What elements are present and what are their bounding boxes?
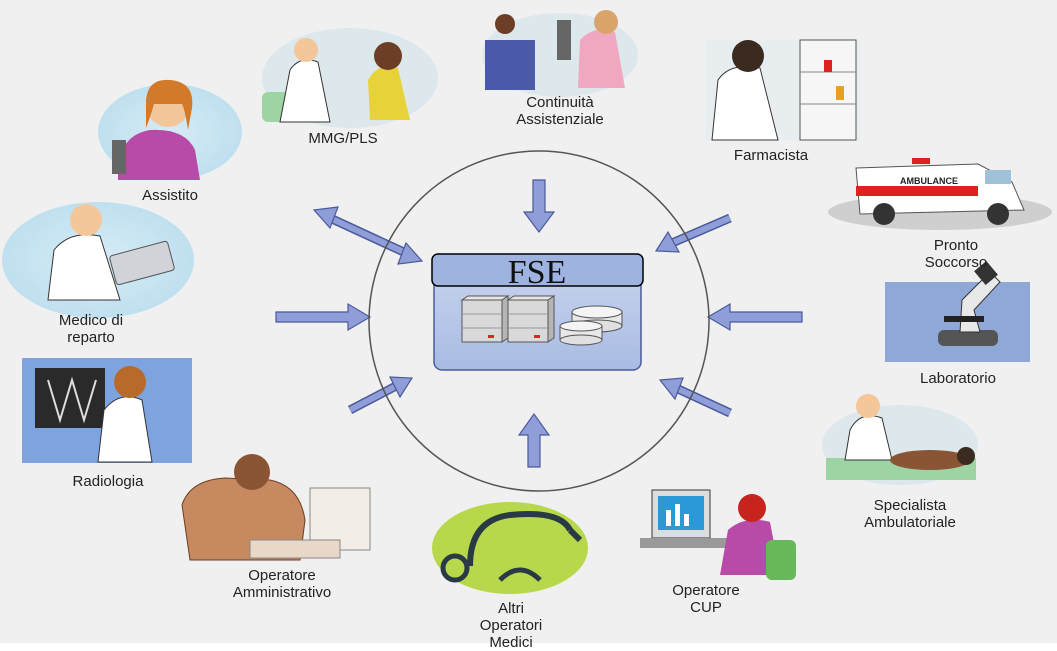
assistito-illustration <box>98 79 242 180</box>
mmg-illustration <box>262 28 438 128</box>
label-continuita: Continuità Assistenziale <box>516 94 604 128</box>
label-altri-operatori: Altri Operatori Medici <box>479 600 543 651</box>
fse-hub: FSE <box>431 253 644 371</box>
medico-reparto-illustration <box>2 202 194 318</box>
ambulance-text: AMBULANCE <box>900 176 958 186</box>
arrow-top <box>522 179 556 233</box>
arrow-right <box>706 302 803 332</box>
label-mmg: MMG/PLS <box>308 130 378 147</box>
specialista-illustration <box>822 394 978 485</box>
label-radiologia: Radiologia <box>72 473 144 490</box>
farmacista-illustration <box>705 39 860 141</box>
database-icon <box>559 305 623 346</box>
operatore-amm-illustration <box>181 454 371 561</box>
arrow-top-left <box>312 206 424 265</box>
label-laboratorio: Laboratorio <box>920 370 996 387</box>
radiologia-illustration <box>22 358 192 463</box>
fse-title: FSE <box>508 254 567 291</box>
arrow-bottom-left <box>347 376 414 414</box>
laboratorio-illustration <box>885 260 1030 362</box>
altri-operatori-illustration <box>432 502 588 594</box>
arrow-bottom <box>517 412 551 468</box>
label-specialista: Specialista Ambulatoriale <box>864 497 956 531</box>
hub-circle <box>368 150 710 492</box>
label-farmacista: Farmacista <box>733 147 809 164</box>
continuita-illustration <box>482 10 638 97</box>
label-medico-reparto: Medico di reparto <box>58 312 124 346</box>
label-pronto-soccorso: Pronto Soccorso <box>924 237 988 271</box>
server-icon <box>460 295 556 343</box>
ambulance-illustration: AMBULANCE <box>828 158 1052 230</box>
label-operatore-cup: Operatore CUP <box>672 582 740 616</box>
arrows-group <box>275 179 803 468</box>
arrow-bottom-right <box>658 377 732 418</box>
label-assistito: Assistito <box>142 187 198 204</box>
label-operatore-amm: Operatore Amministrativo <box>232 567 332 601</box>
arrow-top-right <box>654 213 732 253</box>
operatore-cup-illustration <box>640 489 796 580</box>
arrow-left <box>275 302 372 332</box>
